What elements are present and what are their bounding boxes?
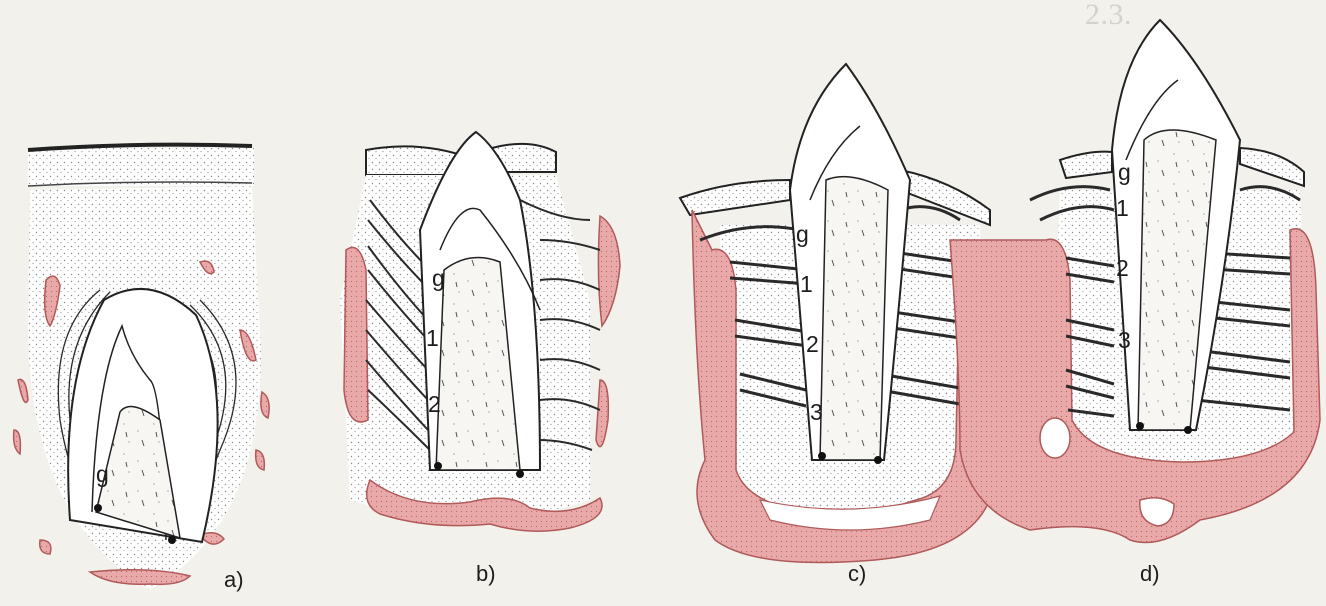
panel-a: g a)	[14, 145, 270, 592]
panel-d-label-1: 1	[1116, 195, 1129, 221]
panel-d-label-3: 3	[1118, 327, 1131, 353]
panel-b-label-g: g	[432, 265, 445, 291]
panel-b-label-1: 1	[426, 325, 439, 351]
panel-b: g 1 2 b)	[340, 132, 620, 586]
panel-c-label-2: 2	[806, 331, 819, 357]
panel-d-caption: d)	[1140, 561, 1160, 586]
panel-c-label-3: 3	[810, 399, 823, 425]
panel-c-caption: c)	[848, 561, 866, 586]
panel-a-label-g: g	[96, 461, 109, 487]
panel-d-label-2: 2	[1116, 255, 1129, 281]
panel-a-caption: a)	[224, 567, 244, 592]
panel-b-label-2: 2	[428, 391, 441, 417]
panel-c-label-g: g	[796, 221, 809, 247]
panel-d: g 1 2 3 d)	[950, 20, 1320, 586]
panel-d-label-g: g	[1118, 159, 1131, 185]
panel-c: g 1 2 3 c)	[680, 64, 995, 586]
panel-b-caption: b)	[476, 561, 496, 586]
panel-c-label-1: 1	[800, 271, 813, 297]
